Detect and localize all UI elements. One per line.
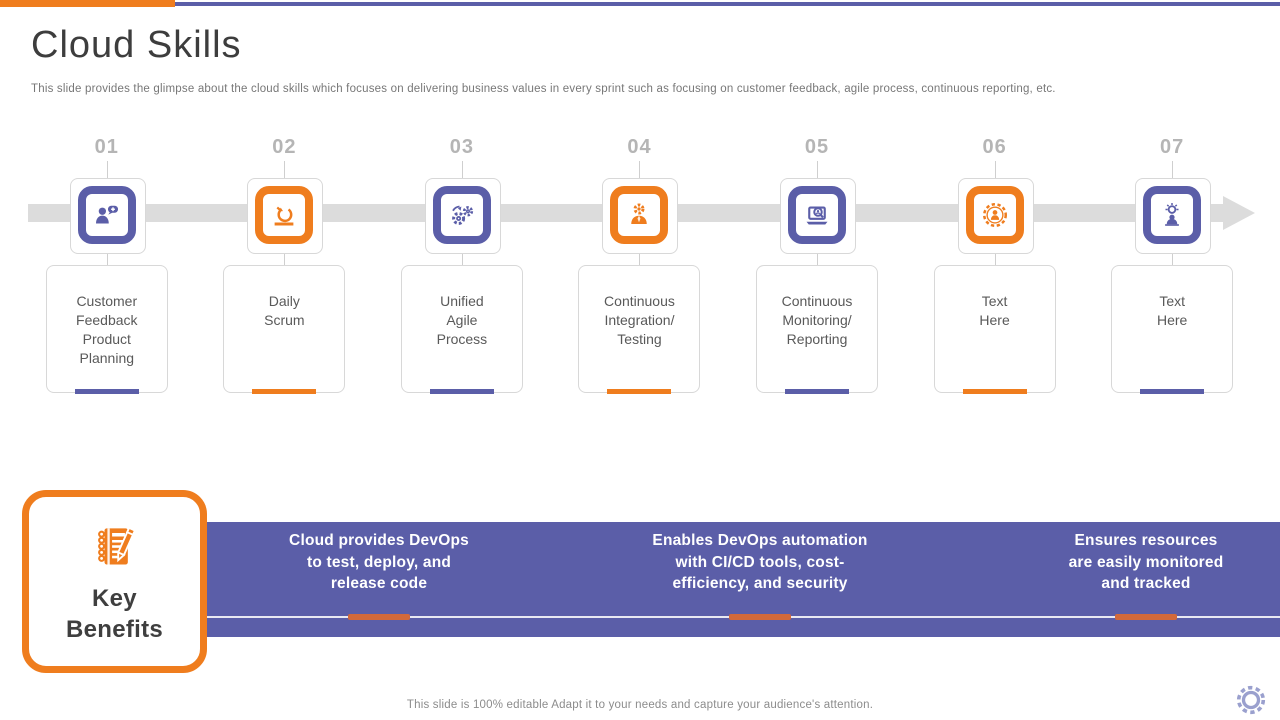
- step-card: Text Here: [1111, 265, 1234, 394]
- benefit-underline: [348, 614, 410, 620]
- step-number: 07: [1160, 136, 1185, 158]
- step-label: Unified Agile Process: [436, 293, 488, 347]
- timeline: 01 Customer Feedback Product Planning: [18, 136, 1261, 398]
- benefit-underline: [729, 614, 791, 620]
- step-label: Text Here: [979, 293, 1010, 328]
- timeline-step-4: 04 Continuous Integration/ Testing: [551, 136, 729, 398]
- key-benefits-heading: Key Benefits: [65, 584, 164, 643]
- step-card: Daily Scrum: [223, 265, 346, 394]
- timeline-step-5: 05 Continuous Monitoring/ Report: [728, 136, 906, 398]
- step-number: 06: [982, 136, 1007, 158]
- agile-gears-icon: [447, 200, 477, 230]
- step-card: Text Here: [933, 265, 1056, 394]
- benefit-underline: [1115, 614, 1177, 620]
- step-icon-box: [77, 186, 136, 244]
- benefit-text: Ensures resources are easily monitored a…: [1068, 532, 1224, 592]
- connector-line: [994, 244, 996, 266]
- step-icon-box: [788, 186, 847, 244]
- top-orange-accent-bar: [0, 0, 175, 7]
- key-benefits-banner: Cloud provides DevOps to test, deploy, a…: [200, 522, 1280, 637]
- connector-line: [1172, 244, 1174, 266]
- footer-note: This slide is 100% editable Adapt it to …: [406, 699, 874, 711]
- card-accent-bar: [74, 389, 139, 394]
- step-number: 04: [627, 136, 652, 158]
- card-accent-bar: [429, 389, 494, 394]
- connector-line: [284, 244, 286, 266]
- step-icon-box: [432, 186, 491, 244]
- slide-subtitle: This slide provides the glimpse about th…: [31, 83, 1056, 95]
- team-gear-icon: [980, 200, 1010, 230]
- card-accent-bar: [1140, 389, 1205, 394]
- notebook-pencil-icon: [87, 519, 143, 575]
- benefit-text: Cloud provides DevOps to test, deploy, a…: [289, 532, 469, 592]
- step-icon-box: [610, 186, 669, 244]
- step-card: Continuous Monitoring/ Reporting: [756, 265, 879, 394]
- top-purple-rule: [173, 2, 1280, 6]
- timeline-step-2: 02 Daily Scrum: [196, 136, 374, 398]
- connector-line: [639, 244, 641, 266]
- step-label: Continuous Integration/ Testing: [604, 293, 675, 347]
- step-label: Customer Feedback Product Planning: [76, 293, 138, 366]
- connector-line: [106, 161, 108, 179]
- card-accent-bar: [962, 389, 1027, 394]
- step-card: Unified Agile Process: [400, 265, 523, 394]
- timeline-step-3: 03 Unified Agile Process: [373, 136, 551, 398]
- step-number: 05: [804, 136, 830, 158]
- step-label: Continuous Monitoring/ Reporting: [781, 293, 853, 347]
- connector-line: [1172, 161, 1174, 179]
- timeline-step-1: 01 Customer Feedback Product Planning: [18, 136, 196, 398]
- step-number: 01: [94, 136, 119, 158]
- step-number: 03: [449, 136, 475, 158]
- step-card: Customer Feedback Product Planning: [45, 265, 168, 394]
- benefit-text: Enables DevOps automation with CI/CD too…: [652, 532, 868, 592]
- connector-line: [106, 244, 108, 266]
- step-label: Text Here: [1156, 293, 1188, 328]
- card-accent-bar: [785, 389, 850, 394]
- card-accent-bar: [252, 389, 317, 394]
- card-accent-bar: [607, 389, 672, 394]
- step-card: Continuous Integration/ Testing: [578, 265, 701, 394]
- connector-line: [284, 161, 286, 179]
- step-icon-box: [965, 186, 1024, 244]
- daily-scrum-icon: [269, 200, 299, 230]
- timeline-step-6: 06 Text Here: [906, 136, 1084, 398]
- step-label: Daily Scrum: [264, 293, 305, 328]
- step-icon-box: [255, 186, 314, 244]
- person-gear-icon: [624, 200, 654, 230]
- connector-line: [817, 161, 819, 179]
- timeline-step-7: 07 Text Here: [1083, 136, 1261, 398]
- connector-line: [461, 244, 463, 266]
- gear-icon: [1233, 682, 1269, 718]
- laptop-magnifier-icon: [802, 200, 832, 230]
- page-title: Cloud Skills: [31, 24, 242, 66]
- connector-line: [639, 161, 641, 179]
- step-icon-box: [1143, 186, 1202, 244]
- timeline-arrowhead-icon: [1223, 196, 1255, 230]
- step-number: 02: [272, 136, 297, 158]
- idea-person-icon: [1157, 200, 1187, 230]
- customer-feedback-icon: [92, 200, 122, 230]
- key-benefits-box: Key Benefits: [22, 490, 207, 673]
- connector-line: [994, 161, 996, 179]
- connector-line: [461, 161, 463, 179]
- connector-line: [817, 244, 819, 266]
